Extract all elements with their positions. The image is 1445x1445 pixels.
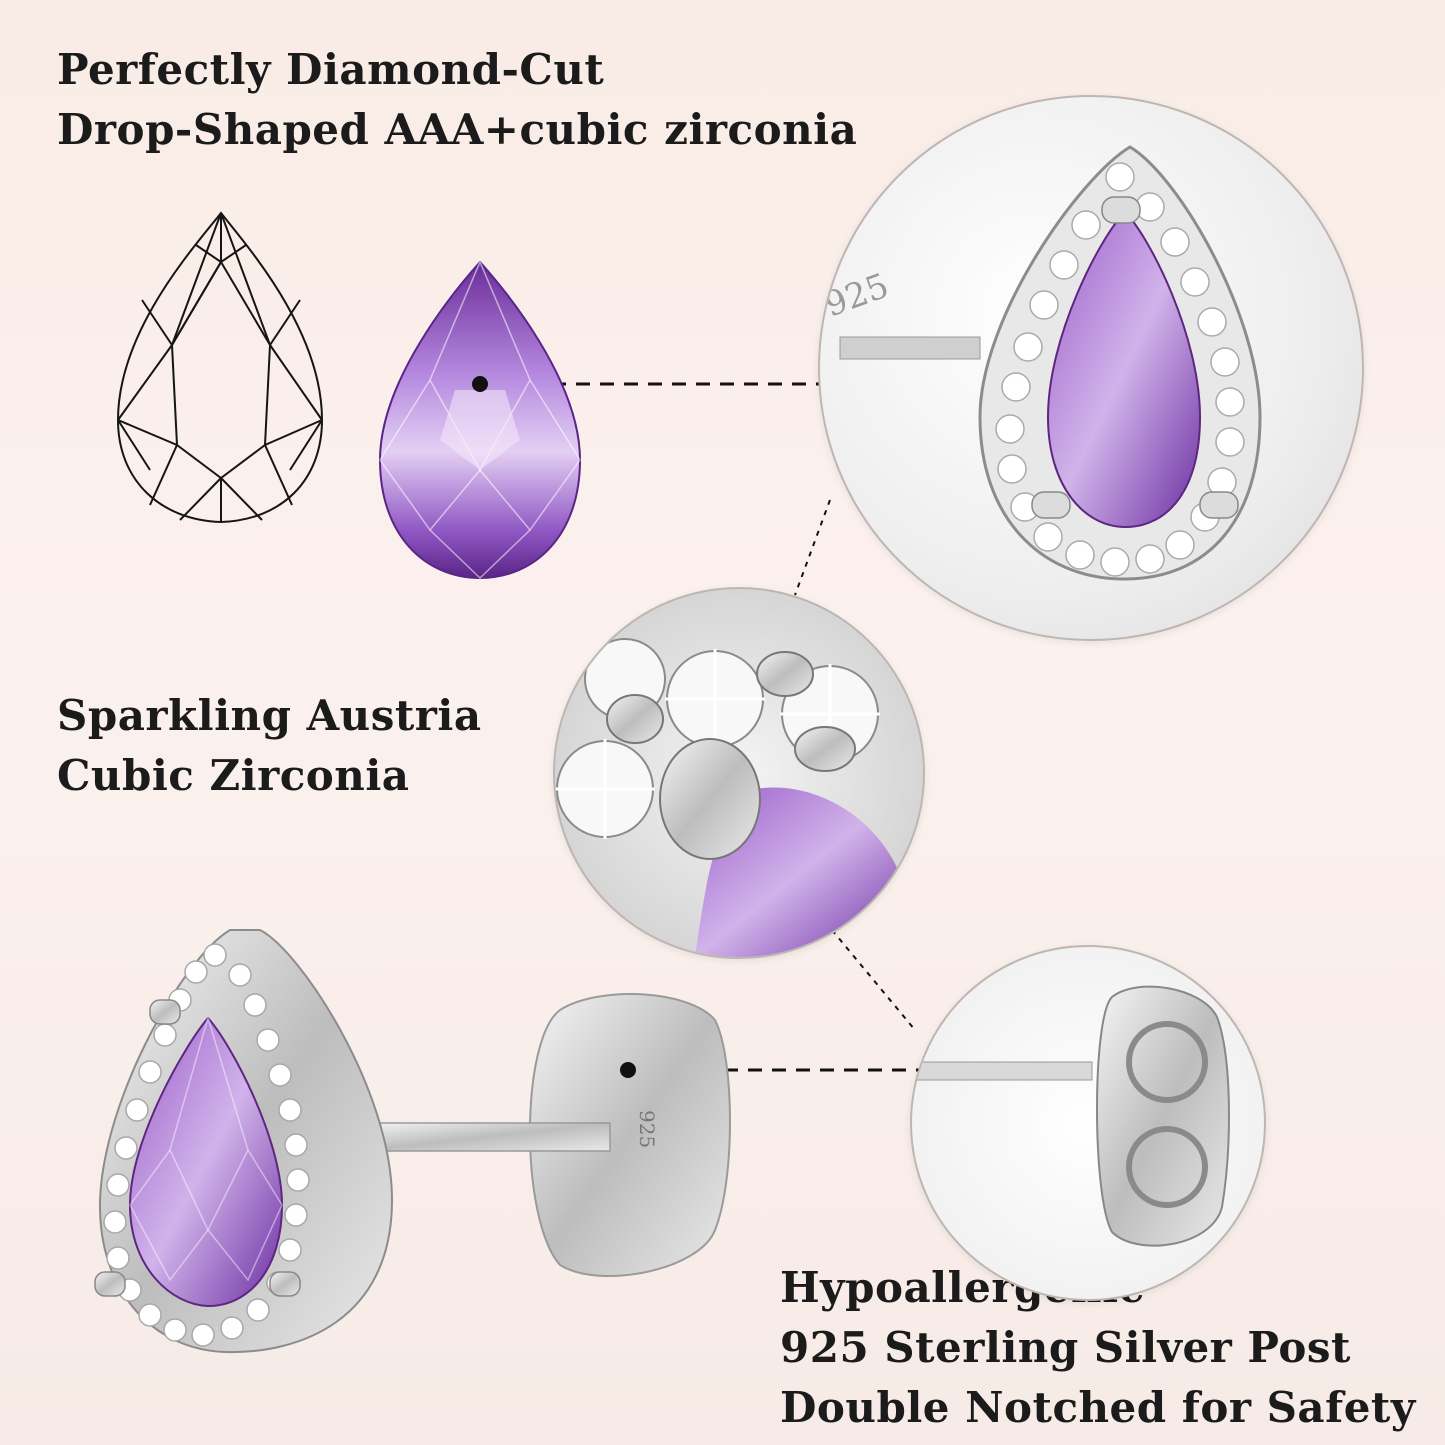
facet-table bbox=[170, 260, 272, 480]
closeup-halo-stones bbox=[995, 162, 1245, 577]
post-marker bbox=[620, 1062, 636, 1078]
halo-stones bbox=[103, 943, 310, 1347]
earring-amethyst bbox=[128, 1016, 284, 1308]
earring-stamp: 925 bbox=[635, 1110, 659, 1148]
closeup-post bbox=[839, 336, 981, 360]
closeup-earring-circle: 925 bbox=[818, 95, 1364, 641]
hypoallergenic-caption-line-3: Double Notched for Safety bbox=[780, 1383, 1416, 1432]
facet-outline bbox=[116, 211, 324, 524]
hypoallergenic-caption-line-2: 925 Sterling Silver Post bbox=[780, 1323, 1351, 1372]
sparkling-caption: Sparkling Austria Cubic Zirconia bbox=[57, 686, 482, 806]
diamond-cut-caption: Perfectly Diamond-Cut Drop-Shaped AAA+cu… bbox=[57, 40, 857, 160]
backing-post bbox=[912, 1061, 1093, 1081]
facet-lines bbox=[117, 212, 323, 522]
earring-post bbox=[359, 1122, 611, 1152]
backing-closeup-image bbox=[912, 985, 1230, 1247]
gem-highlight bbox=[440, 390, 520, 470]
earring-bezel bbox=[98, 929, 394, 1354]
backing-loops bbox=[1126, 1021, 1208, 1208]
diamond-cut-caption-line-1: Perfectly Diamond-Cut bbox=[57, 45, 605, 94]
closeup-earring-image: 925 bbox=[820, 145, 1262, 581]
gem-body bbox=[378, 260, 582, 580]
halo-closeup-image bbox=[555, 638, 908, 957]
sparkling-caption-line-1: Sparkling Austria bbox=[57, 691, 482, 740]
gem-center-marker bbox=[472, 376, 488, 392]
closeup-stamp: 925 bbox=[820, 266, 894, 326]
closeup-amethyst bbox=[1046, 210, 1202, 529]
halo-closeup-circle bbox=[553, 587, 925, 959]
earring-back bbox=[529, 992, 731, 1277]
diamond-cut-caption-line-2: Drop-Shaped AAA+cubic zirconia bbox=[57, 105, 858, 154]
backing-closeup-circle bbox=[910, 945, 1266, 1301]
earring-prongs bbox=[94, 999, 301, 1297]
sparkling-caption-line-2: Cubic Zirconia bbox=[57, 751, 410, 800]
halo-macro-prongs bbox=[606, 651, 856, 860]
earring-amethyst-facets bbox=[129, 1015, 283, 1282]
gem-facets bbox=[379, 260, 581, 580]
closeup-prongs bbox=[1031, 196, 1239, 519]
